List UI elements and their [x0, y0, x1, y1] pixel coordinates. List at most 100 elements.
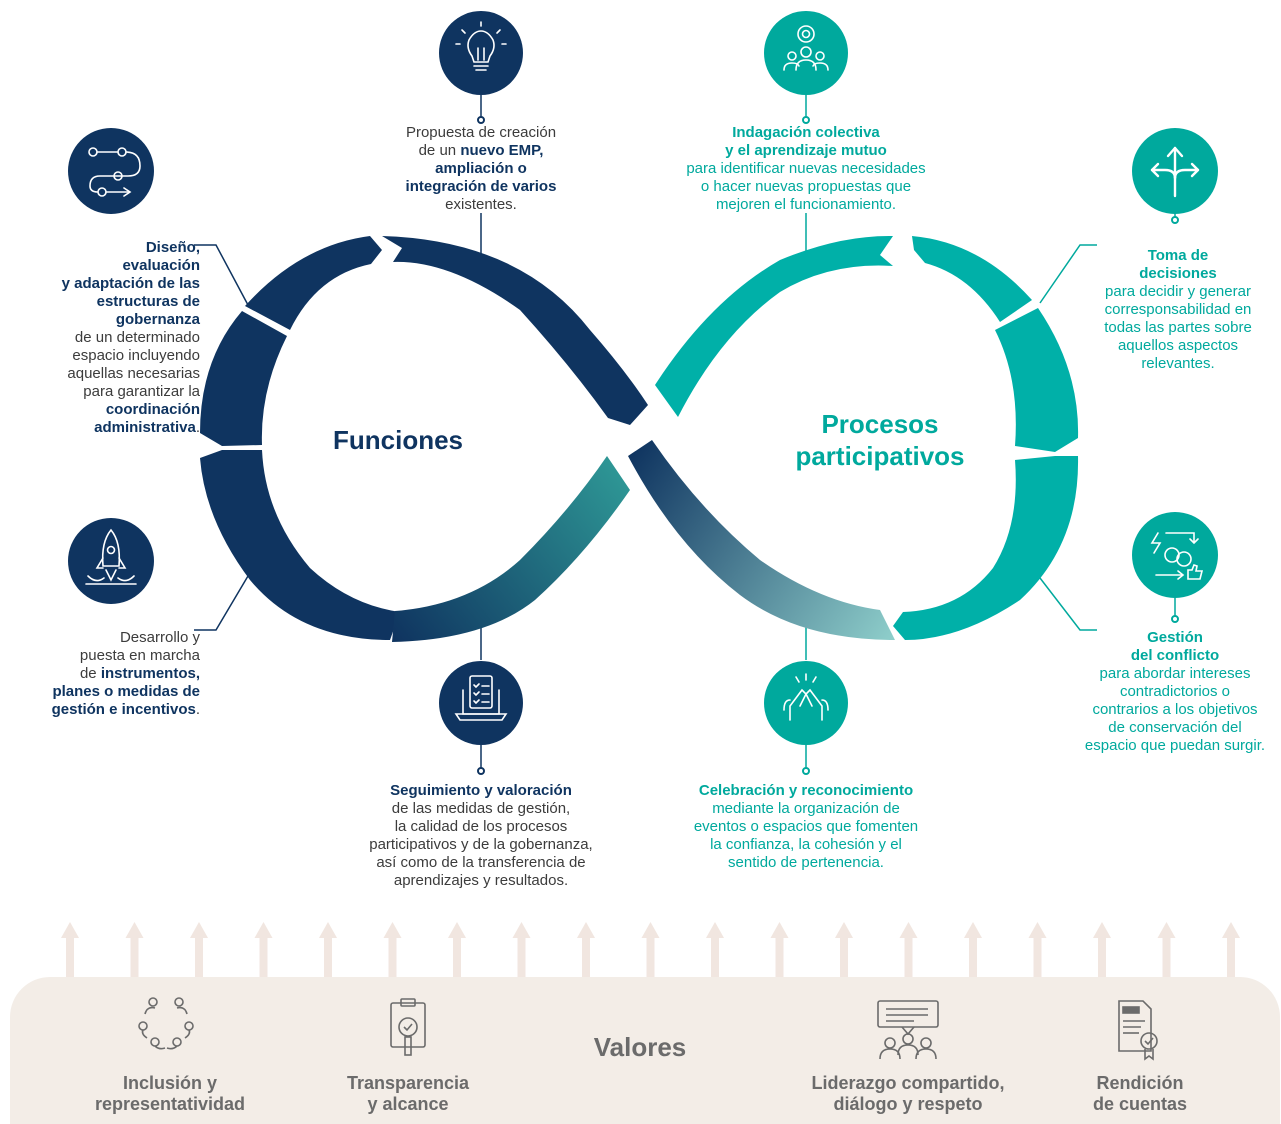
toma-n3: todas las partes sobre [1104, 319, 1252, 336]
workflow-icon [88, 147, 141, 197]
seguimiento-n5: aprendizajes y resultados. [393, 872, 569, 889]
values-title: Valores [593, 1032, 687, 1062]
value-label-transparencia: Transparencia y alcance [318, 1073, 498, 1115]
team-gear-icon-circle [764, 11, 848, 95]
connector-lines-teal [805, 95, 1176, 770]
up-arrow-icon [383, 922, 402, 978]
laptop-checklist-icon [454, 675, 508, 721]
value-label-rendicion: Rendición de cuentas [1060, 1073, 1220, 1115]
toma-n1: para decidir y generar [1105, 283, 1251, 300]
diseno-n1: de un determinado [74, 329, 200, 346]
propuesta-line2: de un nuevo EMP, [418, 142, 544, 159]
loop-segment-right-upper [655, 235, 893, 417]
conflicto-text: Gestión del conflicto para abordar inter… [1071, 629, 1279, 755]
connector-lines [194, 95, 482, 770]
conflicto-n2: contradictorios o [1119, 683, 1231, 700]
diseno-b7-row: administrativa. [94, 419, 200, 436]
toma-text: Toma de decisiones para decidir y genera… [1088, 247, 1268, 373]
rocket-icon-circle [68, 518, 154, 604]
celebracion-b1: Celebración y reconocimiento [698, 782, 914, 799]
value-inclusion-line2: representatividad [94, 1094, 246, 1114]
conflicto-n4: de conservación del [1108, 719, 1242, 736]
desarrollo-n1: Desarrollo y [119, 629, 200, 646]
audit-document-icon [1118, 1000, 1158, 1061]
seguimiento-n2: la calidad de los procesos [394, 818, 568, 835]
conflict-resolution-icon-circle [1132, 512, 1218, 598]
value-inclusion-line1: Inclusión y [122, 1073, 218, 1093]
loop-segment-top-middle [382, 236, 648, 425]
indagacion-n1: para identificar nuevas necesidades [686, 160, 926, 177]
propuesta-text: Propuesta de creación de un nuevo EMP, a… [371, 124, 591, 214]
up-arrow-icon [1093, 922, 1111, 978]
desarrollo-b2: planes o medidas de [52, 683, 200, 700]
conflicto-b2: del conflicto [1130, 647, 1220, 664]
clipboard-magnifier-icon [390, 998, 426, 1056]
up-arrow-icon [1028, 922, 1047, 978]
up-arrows [61, 922, 1240, 978]
toma-n4: aquellos aspectos [1117, 337, 1239, 354]
desarrollo-n2: puesta en marcha [79, 647, 200, 664]
lightbulb-icon [455, 21, 507, 71]
celebracion-n1: mediante la organización de [712, 800, 900, 817]
diseno-n4: para garantizar la [83, 383, 200, 400]
up-arrow-icon [61, 922, 79, 978]
connector-dots [477, 116, 1179, 775]
high-five-icon-circle [764, 661, 848, 745]
value-label-liderazgo: Liderazgo compartido, diálogo y respeto [788, 1073, 1028, 1115]
value-rendicion-line2: de cuentas [1092, 1094, 1188, 1114]
loop-segment-left-top [245, 236, 382, 330]
up-arrow-icon [1157, 922, 1176, 978]
diseno-b5: gobernanza [115, 311, 200, 328]
rocket-icon [85, 528, 137, 585]
workflow-icon-circle [68, 128, 154, 214]
value-liderazgo-line2: diálogo y respeto [833, 1094, 983, 1114]
celebracion-n3: la confianza, la cohesión y el [710, 836, 902, 853]
seguimiento-n3: participativos y de la gobernanza, [369, 836, 593, 853]
lightbulb-icon-circle [439, 11, 523, 95]
up-arrow-icon [964, 922, 982, 978]
loop-segment-bottom-left-gradient [392, 456, 630, 642]
up-arrow-icon [448, 922, 466, 978]
right-title-line1: Procesos [821, 409, 939, 439]
values-band [10, 977, 1280, 1124]
propuesta-line5: existentes. [445, 196, 517, 213]
loop-segment-right-bottom [893, 456, 1079, 640]
up-arrow-icon [319, 922, 337, 978]
conflicto-n3: contrarios a los objetivos [1092, 701, 1258, 718]
toma-n2: corresponsabilidad en [1104, 301, 1252, 318]
loop-segment-right-top [912, 236, 1032, 322]
up-arrow-icon [254, 922, 273, 978]
diseno-n2: espacio incluyendo [72, 347, 200, 364]
celebracion-text: Celebración y reconocimiento mediante la… [656, 782, 956, 872]
diseno-b4: estructuras de [96, 293, 200, 310]
indagacion-b2: y el aprendizaje mutuo [725, 142, 887, 159]
loop-segment-center-gradient [628, 440, 895, 640]
celebracion-n4: sentido de pertenencia. [728, 854, 884, 871]
team-gear-icon [783, 25, 829, 71]
people-circle-icon [138, 997, 194, 1050]
diseno-b1: Diseño, [145, 239, 200, 256]
up-arrow-icon [1222, 922, 1240, 978]
conflicto-n5: espacio que puedan surgir. [1084, 737, 1266, 754]
desarrollo-text: Desarrollo y puesta en marcha de instrum… [20, 629, 200, 719]
loop-segment-right-middle [995, 308, 1079, 452]
seguimiento-n4: así como de la transferencia de [376, 854, 586, 871]
diseno-b6: coordinación [105, 401, 200, 418]
diseno-text: Diseño, evaluación y adaptación de las e… [20, 239, 200, 437]
right-loop-title: Procesos participativos [770, 408, 990, 472]
audit-label-mark [1123, 1004, 1143, 1012]
laptop-checklist-icon-circle [439, 661, 523, 745]
toma-b2: decisiones [1139, 265, 1217, 282]
loop-segment-left-upper [200, 311, 287, 446]
diseno-n3: aquellas necesarias [67, 365, 200, 382]
up-arrow-icon [835, 922, 853, 978]
seguimiento-n1: de las medidas de gestión, [391, 800, 571, 817]
right-title-line2: participativos [795, 441, 965, 471]
left-loop-title: Funciones [332, 425, 463, 455]
value-label-inclusion: Inclusión y representatividad [70, 1073, 270, 1115]
value-transparencia-line1: Transparencia [346, 1073, 470, 1093]
value-transparencia-line2: y alcance [367, 1094, 449, 1114]
conflicto-n1: para abordar intereses [1099, 665, 1251, 682]
conflicto-b1: Gestión [1147, 629, 1203, 646]
up-arrow-icon [770, 922, 789, 978]
